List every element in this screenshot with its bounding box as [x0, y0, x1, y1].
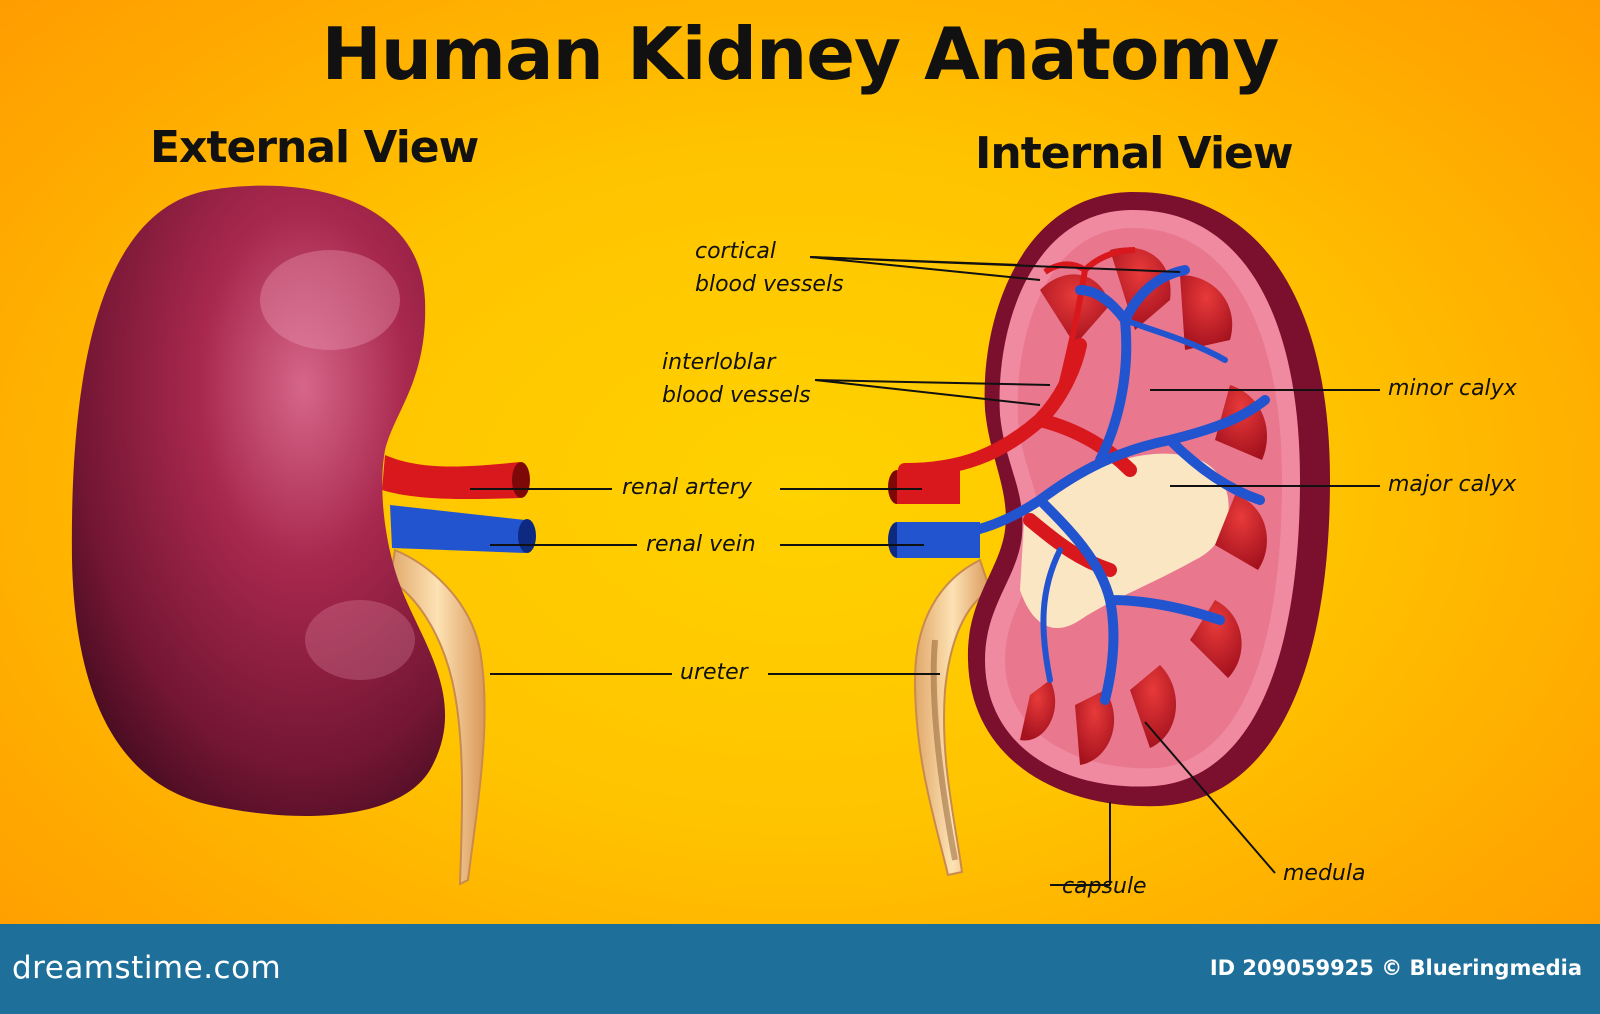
- internal-vein: [900, 265, 1270, 705]
- label-minor-calyx: minor calyx: [1388, 376, 1517, 401]
- label-renal-vein: renal vein: [646, 532, 756, 557]
- label-capsule: capsule: [1062, 874, 1147, 899]
- label-cortical-line2: blood vessels: [695, 272, 844, 297]
- label-cortical-line1: cortical: [695, 239, 777, 264]
- label-ureter: ureter: [680, 660, 748, 685]
- internal-kidney: [888, 191, 1330, 877]
- internal-ureter: [913, 558, 992, 877]
- label-major-calyx: major calyx: [1388, 472, 1517, 497]
- external-ureter: [388, 548, 486, 886]
- external-kidney-shape: [71, 185, 446, 816]
- label-renal-artery: renal artery: [622, 475, 752, 500]
- diagram-title: Human Kidney Anatomy: [321, 12, 1280, 96]
- external-vein: [390, 505, 525, 553]
- label-medula: medula: [1283, 861, 1366, 886]
- renal-pelvis: [1020, 453, 1229, 629]
- label-interlobar-line2: blood vessels: [662, 383, 811, 408]
- footer-brand[interactable]: dreamstime.com: [12, 950, 282, 986]
- internal-view-title: Internal View: [975, 128, 1294, 179]
- label-cortical-blood-vessels: cortical blood vessels: [695, 235, 844, 301]
- footer-bar: dreamstime.com ID 209059925 © Blueringme…: [0, 924, 1600, 1014]
- label-interlobar-blood-vessels: interloblar blood vessels: [662, 346, 811, 412]
- external-artery: [382, 455, 520, 500]
- label-interlobar-line1: interloblar: [662, 350, 776, 375]
- leader-lines: [470, 256, 1380, 886]
- external-kidney: [71, 185, 536, 886]
- external-view-title: External View: [150, 122, 479, 173]
- footer-credit: ID 209059925 © Blueringmedia: [1209, 956, 1582, 980]
- kidney-illustration: [71, 185, 1380, 886]
